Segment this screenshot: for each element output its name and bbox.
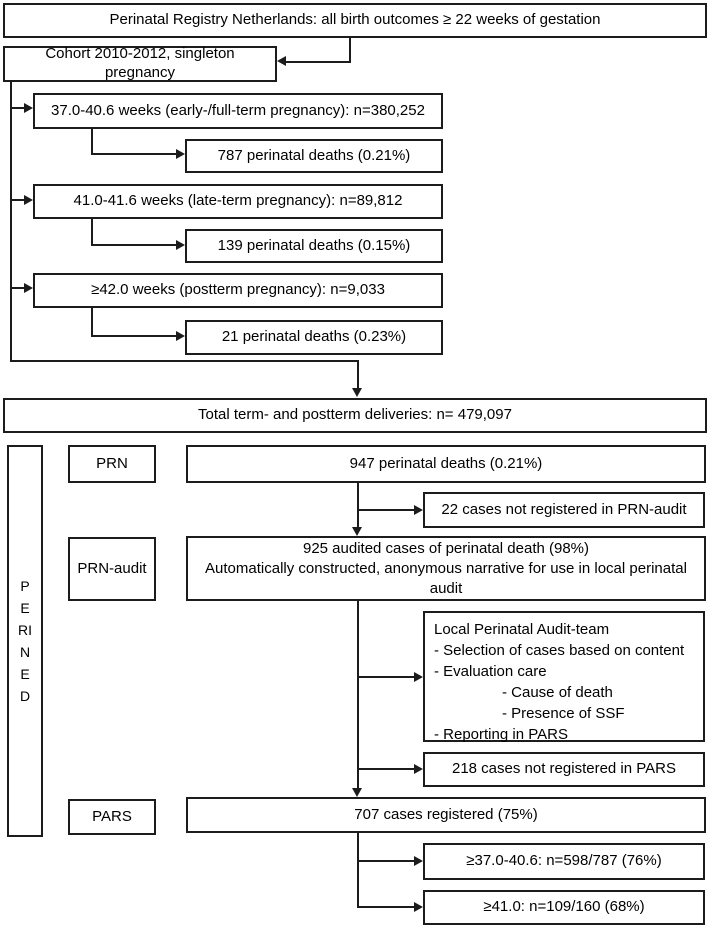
total-deliveries-box: Total term- and postterm deliveries: n= … (3, 398, 707, 433)
perined-vertical-label: PERINED (18, 578, 32, 704)
connector-cohort-rail-vertical (10, 82, 12, 362)
prn-label-box: PRN (68, 445, 156, 483)
registered-cases-box: 707 cases registered (75%) (186, 797, 706, 833)
arrowhead-into-deaths2-icon (176, 240, 185, 250)
pars-label-box: PARS (68, 799, 156, 835)
arrowhead-into-group3-icon (24, 283, 33, 293)
registry-box: Perinatal Registry Netherlands: all birt… (3, 3, 707, 38)
arrowhead-into-22cases-icon (414, 505, 423, 515)
prn-audit-label-box: PRN-audit (68, 537, 156, 601)
arrowhead-into-deaths3-icon (176, 331, 185, 341)
audited-cases-line1: 925 audited cases of perinatal death (98… (302, 539, 590, 557)
prn-deaths-box: 947 perinatal deaths (0.21%) (186, 445, 706, 483)
registered-late-term-box: ≥41.0: n=109/160 (68%) (423, 890, 705, 925)
cohort-box: Cohort 2010-2012, singleton pregnancy (3, 45, 277, 82)
audited-cases-line2: Automatically constructed, anonymous nar… (205, 559, 687, 577)
term-group-box-3: ≥42.0 weeks (postterm pregnancy): n=9,03… (33, 273, 443, 308)
term-group-box-1: 37.0-40.6 weeks (early-/full-term pregna… (33, 93, 443, 129)
connector-group3-deaths-horizontal (91, 335, 176, 337)
connector-branch-22cases (357, 509, 414, 511)
connector-925-to-707-vertical (357, 601, 359, 789)
connector-branch-group3 (12, 287, 24, 289)
arrowhead-into-audit-team-icon (414, 672, 423, 682)
arrowhead-into-late-term-icon (414, 902, 423, 912)
arrowhead-into-total-icon (352, 388, 362, 397)
local-audit-team-box: Local Perinatal Audit-team - Selection o… (423, 611, 705, 743)
perined-label-box: PERINED (7, 445, 43, 837)
local-audit-item: - Selection of cases based on content (434, 642, 685, 659)
arrowhead-into-group1-icon (24, 103, 33, 113)
connector-group2-deaths-vertical (91, 219, 93, 246)
local-audit-item: - Reporting in PARS (434, 726, 568, 743)
connector-group2-deaths-horizontal (91, 244, 176, 246)
connector-branch-early-term (357, 860, 414, 862)
arrowhead-into-early-term-icon (414, 856, 423, 866)
local-audit-item: - Cause of death (502, 684, 613, 701)
connector-branch-218cases (357, 768, 414, 770)
local-audit-item: - Presence of SSF (502, 705, 625, 722)
arrowhead-into-cohort-icon (277, 56, 286, 66)
arrowhead-into-218cases-icon (414, 764, 423, 774)
deaths-box-1: 787 perinatal deaths (0.21%) (185, 139, 443, 173)
deaths-box-3: 21 perinatal deaths (0.23%) (185, 320, 443, 355)
connector-registry-to-cohort-vertical (349, 38, 351, 63)
local-audit-title: Local Perinatal Audit-team (434, 621, 610, 638)
connector-947-to-925-vertical (357, 483, 359, 528)
arrowhead-into-707-icon (352, 788, 362, 797)
not-registered-prn-audit-box: 22 cases not registered in PRN-audit (423, 492, 705, 528)
connector-group3-deaths-vertical (91, 308, 93, 337)
connector-branch-group1 (12, 107, 24, 109)
connector-branch-late-term (357, 906, 414, 908)
connector-rail-to-total-horizontal (10, 360, 359, 362)
connector-rail-to-total-vertical (357, 360, 359, 389)
connector-group1-deaths-vertical (91, 129, 93, 155)
local-audit-item: - Evaluation care (434, 663, 547, 680)
arrowhead-into-deaths1-icon (176, 149, 185, 159)
connector-branch-audit-team (357, 676, 414, 678)
not-registered-pars-box: 218 cases not registered in PARS (423, 752, 705, 787)
arrowhead-into-925-icon (352, 527, 362, 536)
registered-early-term-box: ≥37.0-40.6: n=598/787 (76%) (423, 843, 705, 880)
audited-cases-line3: audit (429, 579, 463, 597)
connector-707-rail-vertical (357, 833, 359, 908)
connector-branch-group2 (12, 199, 24, 201)
connector-registry-to-cohort-horizontal (286, 61, 351, 63)
arrowhead-into-group2-icon (24, 195, 33, 205)
deaths-box-2: 139 perinatal deaths (0.15%) (185, 229, 443, 263)
connector-group1-deaths-horizontal (91, 153, 176, 155)
audited-cases-box: 925 audited cases of perinatal death (98… (186, 536, 706, 601)
term-group-box-2: 41.0-41.6 weeks (late-term pregnancy): n… (33, 184, 443, 219)
